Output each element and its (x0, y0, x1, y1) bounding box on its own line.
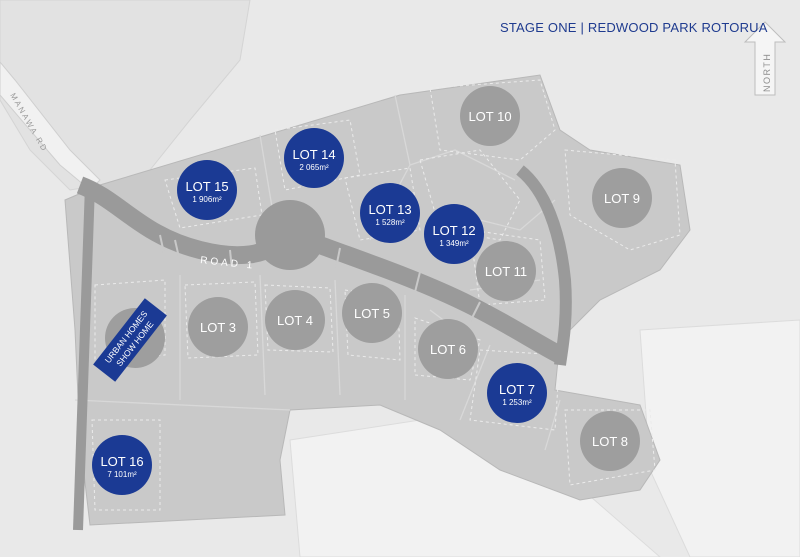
road-one-east (316, 236, 565, 364)
lot-circle (92, 435, 152, 495)
lot-marker-lot-16[interactable]: LOT 167 101m² (92, 435, 152, 495)
lot-area: 1 253m² (502, 398, 532, 407)
lot-area: 2 065m² (299, 163, 329, 172)
lot-circle (177, 160, 237, 220)
lot-circle (476, 241, 536, 301)
lot-marker-lot-7[interactable]: LOT 71 253m² (487, 363, 547, 423)
right-of-way (516, 165, 572, 366)
lot-marker-lot-10[interactable]: LOT 10 (460, 86, 520, 146)
lot-name: LOT 8 (592, 434, 628, 449)
road-network (73, 165, 572, 531)
lot-name: LOT 10 (468, 109, 511, 124)
lot-area: 7 101m² (107, 470, 137, 479)
lot-circle (284, 128, 344, 188)
lot-circle (460, 86, 520, 146)
lot-name: LOT 11 (485, 264, 527, 279)
lot-circle (360, 183, 420, 243)
lot-marker-lot-4[interactable]: LOT 4 (265, 290, 325, 350)
lot-name: LOT 3 (200, 320, 236, 335)
lot-marker-lot-12[interactable]: LOT 121 349m² (424, 204, 484, 264)
lot-marker-lot-14[interactable]: LOT 142 065m² (284, 128, 344, 188)
lot-marker-lot-8[interactable]: LOT 8 (580, 411, 640, 471)
west-access-way (73, 184, 95, 531)
lot-area: 1 906m² (192, 195, 222, 204)
manawa-road-band (0, 61, 101, 191)
lot-circle (487, 363, 547, 423)
cul-de-sac (255, 200, 325, 270)
lot-name: LOT 12 (432, 223, 475, 238)
lots-layer: LOT 3 LOT 4 LOT 5 LOT 6 LOT 71 253m² LOT 8 LOT… (92, 86, 652, 495)
lot-circle (188, 297, 248, 357)
lot-name: LOT 7 (499, 382, 535, 397)
lot-marker-lot-3[interactable]: LOT 3 (188, 297, 248, 357)
page-title: STAGE ONE | REDWOOD PARK ROTORUA (500, 20, 768, 35)
lot-name: LOT 4 (277, 313, 313, 328)
lot-circle (342, 283, 402, 343)
lot-marker-lot-13[interactable]: LOT 131 528m² (360, 183, 420, 243)
lot-marker-lot-5[interactable]: LOT 5 (342, 283, 402, 343)
road-kerb-marks (159, 234, 481, 323)
lot-marker-lot-15[interactable]: LOT 151 906m² (177, 160, 237, 220)
lot-name: LOT 13 (368, 202, 411, 217)
lot-name: LOT 5 (354, 306, 390, 321)
lot-circle (424, 204, 484, 264)
north-arrow-icon: NORTH (743, 21, 787, 96)
lot-area: 1 349m² (439, 239, 469, 248)
lot-marker-lot-11[interactable]: LOT 11 (476, 241, 536, 301)
lot-area: 1 528m² (375, 218, 405, 227)
lot-circle (418, 319, 478, 379)
lot-name: LOT 16 (100, 454, 143, 469)
lot-marker-lot-9[interactable]: LOT 9 (592, 168, 652, 228)
north-label: NORTH (762, 53, 772, 92)
lot-marker-lot-6[interactable]: LOT 6 (418, 319, 478, 379)
lot-name: LOT 14 (292, 147, 335, 162)
lot-name: LOT 9 (604, 191, 640, 206)
lot-name: LOT 6 (430, 342, 466, 357)
lot-name: LOT 15 (185, 179, 228, 194)
neighbouring-land-bottom (289, 419, 661, 557)
lot-circle (592, 168, 652, 228)
lot-circle (265, 290, 325, 350)
lot-circle (580, 411, 640, 471)
